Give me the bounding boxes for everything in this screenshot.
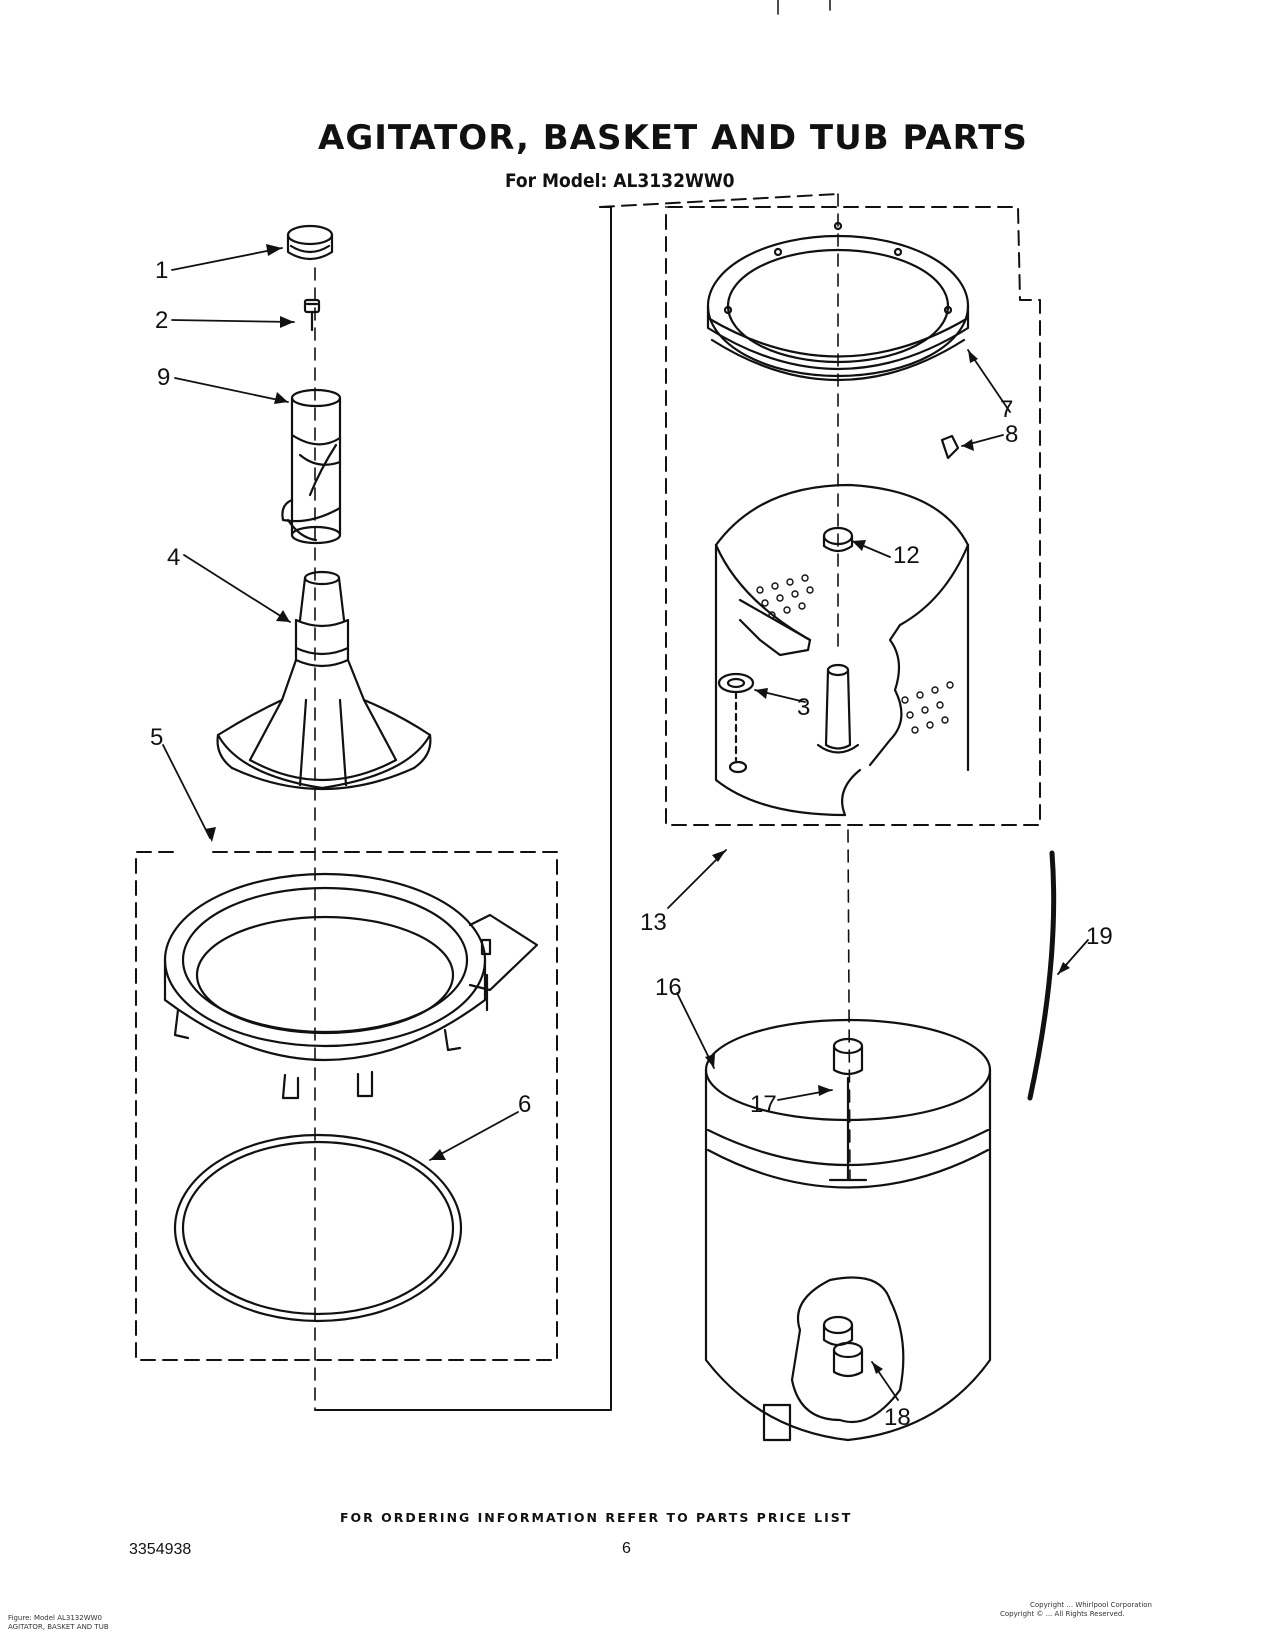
right-center-axis (837, 193, 851, 1181)
callout-1: 1 (155, 257, 168, 284)
callout-6: 6 (518, 1091, 531, 1118)
callout-7: 7 (1000, 396, 1013, 423)
callout-4: 4 (167, 544, 180, 571)
ordering-note: FOR ORDERING INFORMATION REFER TO PARTS … (340, 1510, 853, 1525)
callout-16: 16 (655, 974, 682, 1001)
part-12-nut (822, 526, 854, 553)
callout-8: 8 (1005, 421, 1018, 448)
callout-numbers: 1 2 9 4 5 6 7 8 12 3 13 19 16 17 18 (150, 257, 1113, 1431)
arrowheads (205, 244, 1070, 1374)
callout-9: 9 (157, 364, 170, 391)
part-18-nut (832, 1341, 864, 1378)
model-line: For Model: AL3132WW0 (505, 170, 735, 192)
callout-19: 19 (1086, 923, 1113, 950)
part-4-agitator (216, 570, 432, 791)
leader-lines (162, 247, 1089, 1401)
part-8-screw (940, 434, 960, 460)
callout-13: 13 (640, 909, 667, 936)
callout-17: 17 (750, 1091, 777, 1118)
callout-5: 5 (150, 724, 163, 751)
part-1-agitator-cap (286, 224, 334, 261)
bottom-right-caption-2: Copyright © ... All Rights Reserved. (1000, 1610, 1125, 1618)
page-title: AGITATOR, BASKET AND TUB PARTS (318, 118, 1028, 158)
callout-3: 3 (797, 694, 810, 721)
part-5-tub-ring (163, 872, 539, 1100)
part-2-bolt (303, 298, 321, 332)
part-3-washer (717, 672, 755, 774)
part-6-seal-ring (173, 1133, 463, 1323)
page-number: 6 (622, 1540, 631, 1557)
callout-18: 18 (884, 1404, 911, 1431)
part-5-dashed-box (135, 851, 558, 1361)
part-7-balance-ring (706, 221, 970, 381)
part-9-agitator-cam (281, 388, 342, 545)
part-13-dashed-box (665, 206, 1041, 826)
bottom-left-caption-1: Figure: Model AL3132WW0 (8, 1614, 102, 1622)
right-outer-box (599, 193, 839, 208)
part-13-basket (714, 483, 970, 817)
callout-12: 12 (893, 542, 920, 569)
document-number: 3354938 (129, 1541, 192, 1558)
bottom-right-caption-1: Copyright ... Whirlpool Corporation (1030, 1601, 1152, 1609)
callout-2: 2 (155, 307, 168, 334)
bottom-left-caption-2: AGITATOR, BASKET AND TUB (8, 1623, 109, 1631)
connector-line (314, 206, 612, 1411)
part-17-pivot (828, 1037, 868, 1182)
part-19-hose (1027, 850, 1057, 1101)
